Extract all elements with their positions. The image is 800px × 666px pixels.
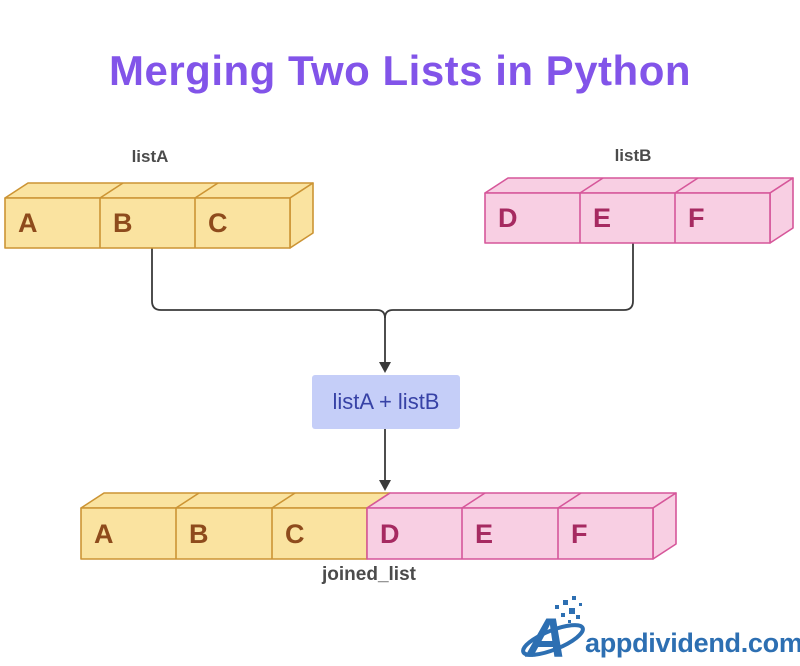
joined-cell: A [94, 518, 114, 549]
logo-dot [568, 620, 571, 623]
logo-dot [572, 596, 576, 600]
lista-divider-top [99, 182, 124, 199]
arrowhead-to-operation-icon [379, 362, 391, 373]
page-title: Merging Two Lists in Python [108, 47, 692, 94]
joined-cell: B [189, 518, 209, 549]
joined-list-label: joined_list [322, 564, 416, 585]
joined-yellow-half [80, 492, 391, 560]
operation-expression-box: listA + listB [312, 375, 460, 429]
appdividend-logo-icon: A [521, 596, 585, 666]
joined-cell: D [380, 518, 400, 549]
lista-label: listA [131, 147, 169, 166]
logo-dot [576, 615, 580, 619]
joined-pink-front-face [366, 507, 654, 560]
arrowhead-to-joined-icon [379, 480, 391, 491]
listb-divider-top [579, 177, 604, 194]
joined-yellow-front-face [80, 507, 368, 560]
lista-cell: B [113, 207, 133, 238]
logo-swoosh [521, 623, 585, 657]
joined-divider-top [271, 492, 296, 509]
listb-cell: D [498, 202, 518, 233]
listb-connector-line [384, 243, 634, 319]
lista-top-face [4, 182, 314, 199]
logo-dot [579, 603, 582, 606]
joined-divider-top [557, 492, 582, 509]
logo-a-glyph: A [524, 606, 566, 666]
joined-pink-top-face [366, 492, 677, 509]
listb-divider-top [674, 177, 699, 194]
lista-3d-bar [4, 182, 314, 249]
logo-dot [563, 600, 568, 605]
listb-3d-bar [484, 177, 794, 244]
joined-pink-half [366, 492, 677, 560]
logo-dot [555, 605, 559, 609]
listb-cell: E [593, 202, 612, 233]
joined-yellow-top-face [80, 492, 391, 509]
listb-top-face [484, 177, 794, 194]
lista-connector-line [151, 248, 386, 366]
listb-cell: F [688, 202, 705, 233]
logo-dot [569, 608, 575, 614]
lista-cell: C [208, 207, 228, 238]
joined-cell: F [571, 518, 588, 549]
brand-text: appdividend.com [585, 628, 800, 658]
joined-cell: E [475, 518, 494, 549]
logo-dot [561, 613, 565, 617]
listb-label: listB [614, 146, 652, 165]
joined-cell: C [285, 518, 305, 549]
merge-connector-lines [151, 243, 634, 480]
listb-front-face [484, 192, 771, 244]
joined-divider-top [175, 492, 200, 509]
lista-divider-top [194, 182, 219, 199]
joined-divider-top [461, 492, 486, 509]
lista-cell: A [18, 207, 38, 238]
lista-front-face [4, 197, 291, 249]
